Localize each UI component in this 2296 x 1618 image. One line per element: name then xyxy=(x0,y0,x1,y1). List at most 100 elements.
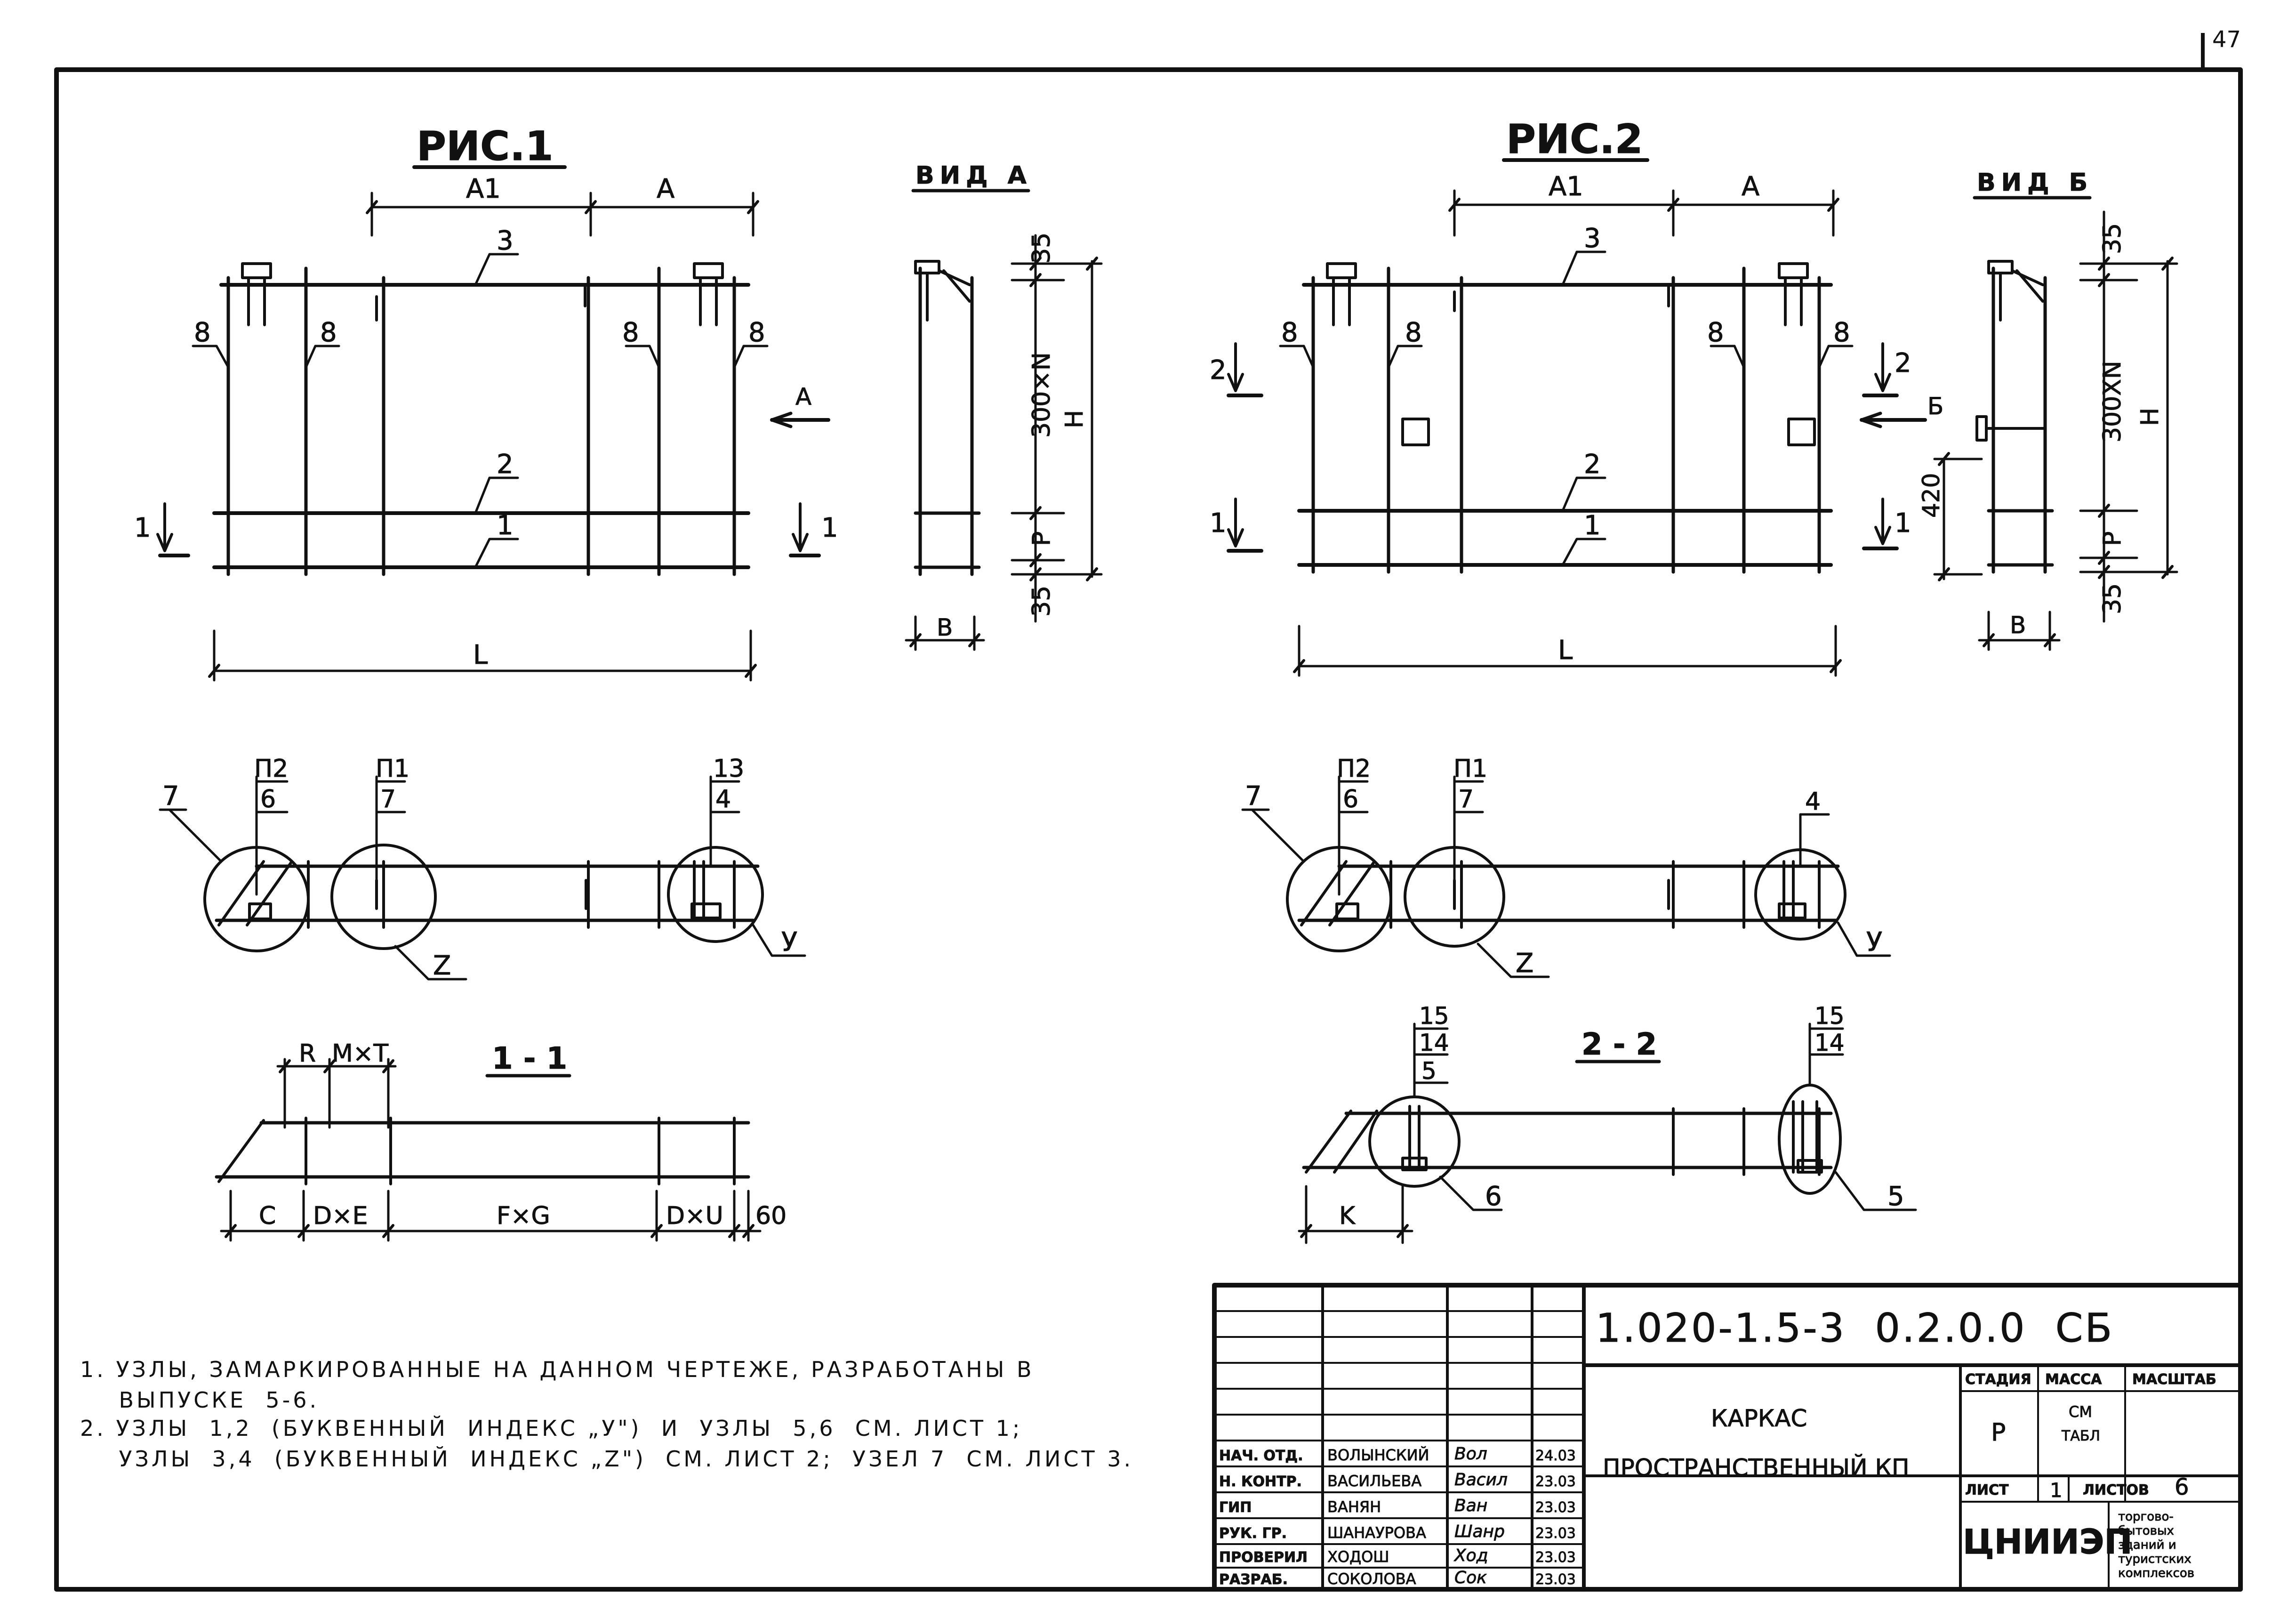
org-sub-2: бытовых xyxy=(2118,1524,2174,1538)
fig1-pos-8d: 8 xyxy=(748,317,765,348)
drawing-code: 1.020-1.5-3 0.2.0.0 СБ xyxy=(1596,1305,2114,1351)
org-sub-4: туристских xyxy=(2118,1552,2192,1566)
dim-top-35: 35 xyxy=(1028,233,1056,264)
fig1-pos-2: 2 xyxy=(497,449,514,480)
sec22-5a: 5 xyxy=(1421,1057,1437,1085)
date: 23.03 xyxy=(1535,1499,1576,1516)
sec22-14b: 14 xyxy=(1814,1029,1845,1056)
signature-row: ГИП ВАНЯН Ван 23.03 xyxy=(1219,1496,1576,1516)
signature: Ход xyxy=(1453,1546,1488,1565)
section-1-1-title: 1 - 1 xyxy=(492,1041,567,1076)
view-a-title: ВИД А xyxy=(915,161,1032,190)
role: ГИП xyxy=(1219,1499,1252,1516)
signature: Вол xyxy=(1454,1444,1487,1464)
plan1-n-13: 13 xyxy=(713,755,744,783)
sheets-label: ЛИСТОВ xyxy=(2083,1482,2149,1498)
scale-header: МАСШТАБ xyxy=(2132,1371,2216,1388)
fig2-pos-8c: 8 xyxy=(1707,317,1724,348)
dim-l: L xyxy=(473,640,488,670)
date: 23.03 xyxy=(1535,1525,1576,1542)
notes: 1. УЗЛЫ, ЗАМАРКИРОВАННЫЕ НА ДАННОМ ЧЕРТЕ… xyxy=(80,1357,1133,1472)
plan1-n-p2: П2 xyxy=(254,755,288,783)
dim2-b: В xyxy=(2010,612,2026,639)
sec22-15a: 15 xyxy=(1419,1002,1449,1030)
signature-row: ПРОВЕРИЛ ХОДОШ Ход 23.03 xyxy=(1219,1546,1576,1566)
signature-row: РАЗРАБ. СОКОЛОВА Сок 23.03 xyxy=(1219,1568,1576,1588)
section-2-2: 2 - 2 15 14 5 15 14 K xyxy=(1298,1002,1917,1244)
date: 23.03 xyxy=(1535,1549,1576,1566)
person-name: ШАНАУРОВА xyxy=(1327,1524,1426,1542)
org-sub-1: торгово- xyxy=(2118,1510,2174,1524)
plan1-n-7: 7 xyxy=(380,785,396,813)
fig2-view-arrow: Б xyxy=(1927,393,1943,420)
figure-2-side-view: ВИД Б 420 35 300XN Р 35 Н xyxy=(1918,169,2178,651)
sec11-60: 60 xyxy=(755,1202,787,1230)
person-name: ВАСИЛЬЕВА xyxy=(1327,1472,1421,1490)
product-name-1: КАРКАС xyxy=(1711,1405,1807,1432)
sec22-14a: 14 xyxy=(1419,1029,1449,1056)
mass-value-2: ТАБЛ xyxy=(2061,1428,2100,1444)
dim-b: В xyxy=(937,614,953,641)
dim2-a: А xyxy=(1742,171,1759,202)
signature: Васил xyxy=(1454,1470,1508,1489)
org-sub-5: комплексов xyxy=(2118,1566,2194,1580)
fig2-pos-1: 1 xyxy=(1584,510,1601,541)
mass-value-1: СМ xyxy=(2069,1403,2092,1421)
org-name: ЦНИИЭП xyxy=(1963,1522,2133,1562)
person-name: ВОЛЫНСКИЙ xyxy=(1327,1446,1429,1464)
role: НАЧ. ОТД. xyxy=(1219,1448,1303,1464)
figure-2-title: РИС.2 xyxy=(1506,116,1643,163)
sec11-r: R xyxy=(299,1039,316,1068)
plan2-n-p2: П2 xyxy=(1337,755,1371,783)
figure-1-side-view: ВИД А 35 300×N Р 35 Н В xyxy=(905,161,1103,651)
sec11-c: C xyxy=(259,1202,276,1230)
plan1-u: У xyxy=(781,927,797,958)
dim-bot-35: 35 xyxy=(1028,586,1056,617)
sheets-value: 6 xyxy=(2175,1474,2189,1500)
fig2-section2-right: 2 xyxy=(1895,348,1911,378)
fig2-pos-8a: 8 xyxy=(1281,317,1298,348)
signature-row: Н. КОНТР. ВАСИЛЬЕВА Васил 23.03 xyxy=(1219,1470,1576,1490)
plan2-n-6: 6 xyxy=(1343,785,1358,813)
sec22-k: K xyxy=(1339,1202,1356,1230)
fig2-section1-right: 1 xyxy=(1895,508,1911,539)
sheet-frame xyxy=(54,67,2243,1592)
dim-a: А xyxy=(657,174,674,204)
signature: Сок xyxy=(1454,1568,1487,1587)
sheet-label: ЛИСТ xyxy=(1965,1482,2009,1498)
date: 23.03 xyxy=(1535,1571,1576,1588)
fig1-pos-3: 3 xyxy=(497,225,514,256)
fig1-section-left: 1 xyxy=(134,513,151,543)
sec11-de: D×E xyxy=(313,1202,368,1230)
dim2-420: 420 xyxy=(1918,473,1945,518)
dim2-a1: А1 xyxy=(1549,171,1583,202)
title-block: 1.020-1.5-3 0.2.0.0 СБ КАРКАС ПРОСТРАНСТ… xyxy=(1212,1283,2243,1592)
plan2-u: У xyxy=(1866,927,1882,958)
role: ПРОВЕРИЛ xyxy=(1219,1549,1308,1566)
role: РАЗРАБ. xyxy=(1219,1571,1288,1588)
signature: Шанр xyxy=(1454,1522,1505,1541)
org-sub-3: зданий и xyxy=(2118,1538,2176,1552)
plan2-n-p1: П1 xyxy=(1453,755,1487,783)
section-2-2-title: 2 - 2 xyxy=(1582,1027,1657,1062)
sheet-value: 1 xyxy=(2050,1479,2063,1502)
plan1-n-4: 4 xyxy=(715,785,731,813)
signature-row: РУК. ГР. ШАНАУРОВА Шанр 23.03 xyxy=(1219,1522,1576,1542)
person-name: ВАНЯН xyxy=(1327,1498,1381,1516)
fig2-pos-3: 3 xyxy=(1584,223,1601,254)
dim-300xn: 300×N xyxy=(1028,352,1056,438)
dim2-bot-35: 35 xyxy=(2098,583,2127,614)
signature: Ван xyxy=(1454,1496,1487,1515)
person-name: ХОДОШ xyxy=(1327,1548,1389,1566)
sec11-mt: M×T xyxy=(332,1039,388,1068)
view-b-title: ВИД Б xyxy=(1977,169,2093,197)
dim-h: Н xyxy=(1060,410,1089,428)
product-name-2: ПРОСТРАНСТВЕННЫЙ КП xyxy=(1603,1454,1910,1481)
plan1-z: Z xyxy=(433,950,451,981)
fig1-section-right: 1 xyxy=(821,513,838,543)
date: 24.03 xyxy=(1535,1448,1576,1464)
note-line-2: ВЫПУСКЕ 5-6. xyxy=(80,1387,319,1413)
fig2-section2-left: 2 xyxy=(1210,355,1227,386)
fig2-pos-8b: 8 xyxy=(1405,317,1422,348)
note-line-4: УЗЛЫ 3,4 (БУКВЕННЫЙ ИНДЕКС „Z") СМ. ЛИСТ… xyxy=(80,1446,1133,1472)
